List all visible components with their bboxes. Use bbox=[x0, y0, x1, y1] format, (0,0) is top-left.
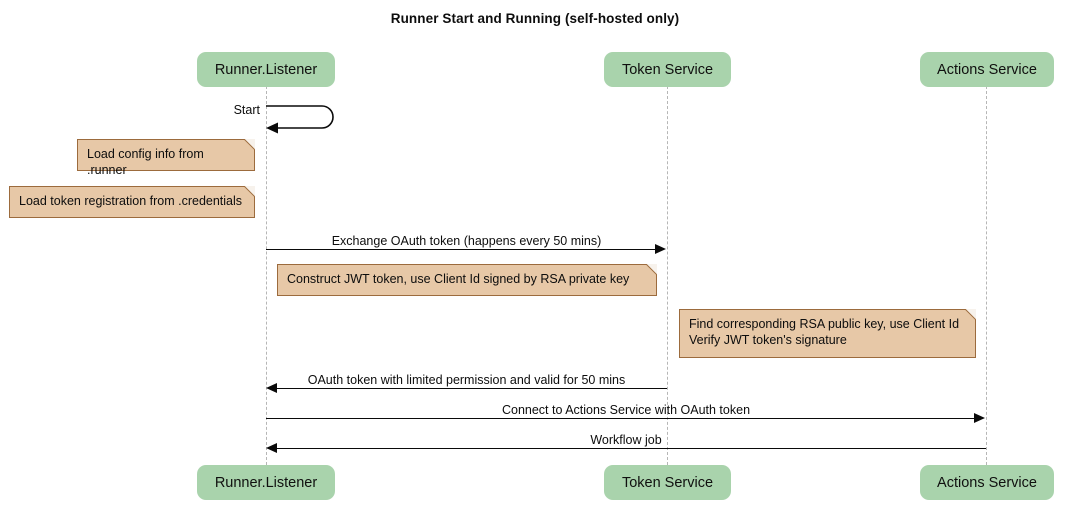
note-load-token-registration: Load token registration from .credential… bbox=[9, 186, 255, 218]
participant-label: Actions Service bbox=[937, 474, 1037, 491]
arrowhead-left-icon bbox=[266, 442, 277, 453]
note-load-config: Load config info from .runner bbox=[77, 139, 255, 177]
lifeline-token-service bbox=[667, 86, 668, 465]
message-arrow-start bbox=[264, 100, 350, 136]
note-text: Construct JWT token, use Client Id signe… bbox=[287, 272, 630, 286]
participant-runner-listener-bottom[interactable]: Runner.Listener bbox=[197, 465, 335, 500]
message-line-exchange-oauth bbox=[266, 249, 656, 250]
message-label-start: Start bbox=[233, 103, 260, 117]
note-text: Load token registration from .credential… bbox=[19, 194, 243, 208]
note-text: Load config info from .runner bbox=[87, 147, 204, 177]
arrowhead-left-icon bbox=[266, 382, 277, 393]
message-line-workflow-job bbox=[277, 448, 986, 449]
message-label-oauth-return: OAuth token with limited permission and … bbox=[307, 373, 626, 387]
lifeline-runner-listener bbox=[266, 86, 267, 465]
note-construct-jwt: Construct JWT token, use Client Id signe… bbox=[277, 264, 657, 296]
message-line-oauth-return bbox=[277, 388, 667, 389]
participant-runner-listener-top[interactable]: Runner.Listener bbox=[197, 52, 335, 87]
participant-label: Runner.Listener bbox=[214, 61, 318, 78]
note-verify-jwt: Find corresponding RSA public key, use C… bbox=[679, 309, 976, 358]
arrowhead-right-icon bbox=[655, 243, 666, 254]
participant-label: Token Service bbox=[621, 474, 714, 491]
participant-token-service-top[interactable]: Token Service bbox=[604, 52, 731, 87]
page-title: Runner Start and Running (self-hosted on… bbox=[390, 11, 680, 26]
participant-label: Actions Service bbox=[937, 61, 1037, 78]
participant-label: Runner.Listener bbox=[214, 474, 318, 491]
message-label-workflow-job: Workflow job bbox=[590, 433, 662, 447]
lifeline-actions-service bbox=[986, 86, 987, 465]
participant-label: Token Service bbox=[621, 61, 714, 78]
note-text-line-1: Find corresponding RSA public key, use C… bbox=[689, 317, 960, 331]
arrowhead-right-icon bbox=[974, 412, 985, 423]
participant-actions-service-top[interactable]: Actions Service bbox=[920, 52, 1054, 87]
message-label-exchange-oauth: Exchange OAuth token (happens every 50 m… bbox=[331, 234, 602, 248]
message-line-connect-actions bbox=[266, 418, 975, 419]
message-label-connect-actions: Connect to Actions Service with OAuth to… bbox=[501, 403, 751, 417]
note-text-line-2: Verify JWT token's signature bbox=[689, 333, 847, 347]
participant-token-service-bottom[interactable]: Token Service bbox=[604, 465, 731, 500]
participant-actions-service-bottom[interactable]: Actions Service bbox=[920, 465, 1054, 500]
